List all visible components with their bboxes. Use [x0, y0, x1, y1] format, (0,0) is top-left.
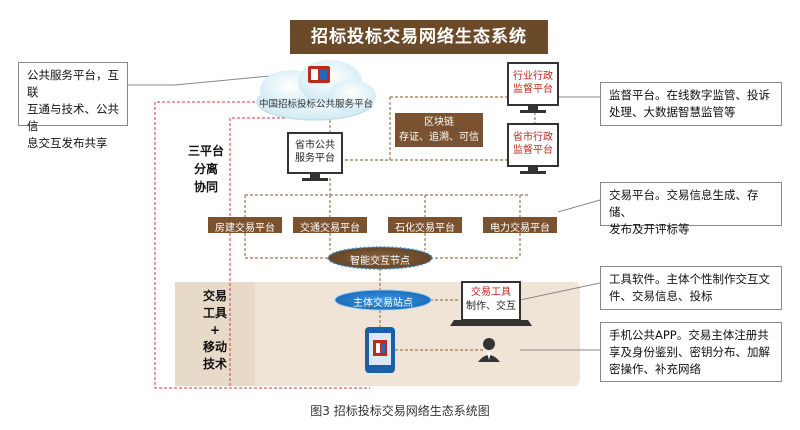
- left-band-bg: [175, 282, 255, 386]
- provincial-regulator-label: 省市行政 监督平台: [513, 132, 553, 156]
- platform-box-3: [483, 217, 557, 233]
- platform-label-0: 房建交易平台: [215, 223, 275, 234]
- red-dashed-inner: [229, 117, 290, 388]
- smart-node-label: 智能交互节点: [350, 256, 410, 267]
- tool-label: 交易工具 制作、交互: [466, 287, 516, 312]
- cloud-label: 中国招标投标公共服务平台: [258, 99, 373, 110]
- note-connectors: [128, 74, 601, 351]
- platform-label-3: 电力交易平台: [490, 223, 550, 234]
- provincial-service-label: 省市公共 服务平台: [295, 140, 335, 164]
- station-oval: [334, 289, 432, 311]
- person-icon: [478, 338, 500, 362]
- blockchain-box: [395, 113, 483, 147]
- tools-mobile-label: 交易 工具 + 移动 技术: [202, 289, 227, 371]
- mobile-phone: [365, 327, 395, 373]
- monitor-provincial-regulator: [507, 123, 559, 174]
- note-mobile: 手机公共APP。交易主体注册共 享及身份鉴别、密钥分布、加解 密操作、补充网络: [600, 322, 782, 382]
- network-lines: [244, 96, 536, 351]
- figure-caption: 图3 招标投标交易网络生态系统图: [310, 404, 490, 418]
- note-supervision: 监督平台。在线数字监管、投诉 处理、大数据智慧监管等: [600, 82, 782, 126]
- laptop: [450, 281, 532, 326]
- monitor-provincial-service: [287, 132, 343, 181]
- note-public-service: 公共服务平台，互联 互通与技术、公共信 息交互发布共享: [18, 62, 128, 150]
- diagram-title: 招标投标交易网络生态系统: [290, 20, 548, 54]
- monitor-industry: [507, 62, 559, 113]
- platform-label-1: 交通交易平台: [300, 223, 360, 234]
- smart-node-oval: [327, 246, 433, 270]
- blockchain-label: 区块链 存证、追溯、可信: [399, 117, 479, 143]
- three-platform-label: 三平台 分离 协同: [187, 144, 224, 194]
- note-trading: 交易平台。交易信息生成、存储、 发布及开评标等: [600, 182, 782, 236]
- platform-label-2: 石化交易平台: [395, 223, 455, 234]
- industry-regulator-label: 行业行政 监督平台: [513, 71, 553, 95]
- note-tools: 工具软件。主体个性制作交互文 件、交易信息、投标: [600, 266, 782, 310]
- platform-box-0: [208, 217, 282, 233]
- public-service-cloud: [256, 60, 376, 121]
- red-dashed-outer: [154, 101, 370, 389]
- platform-box-1: [293, 217, 367, 233]
- station-label: 主体交易站点: [353, 298, 413, 309]
- platform-box-2: [388, 217, 462, 233]
